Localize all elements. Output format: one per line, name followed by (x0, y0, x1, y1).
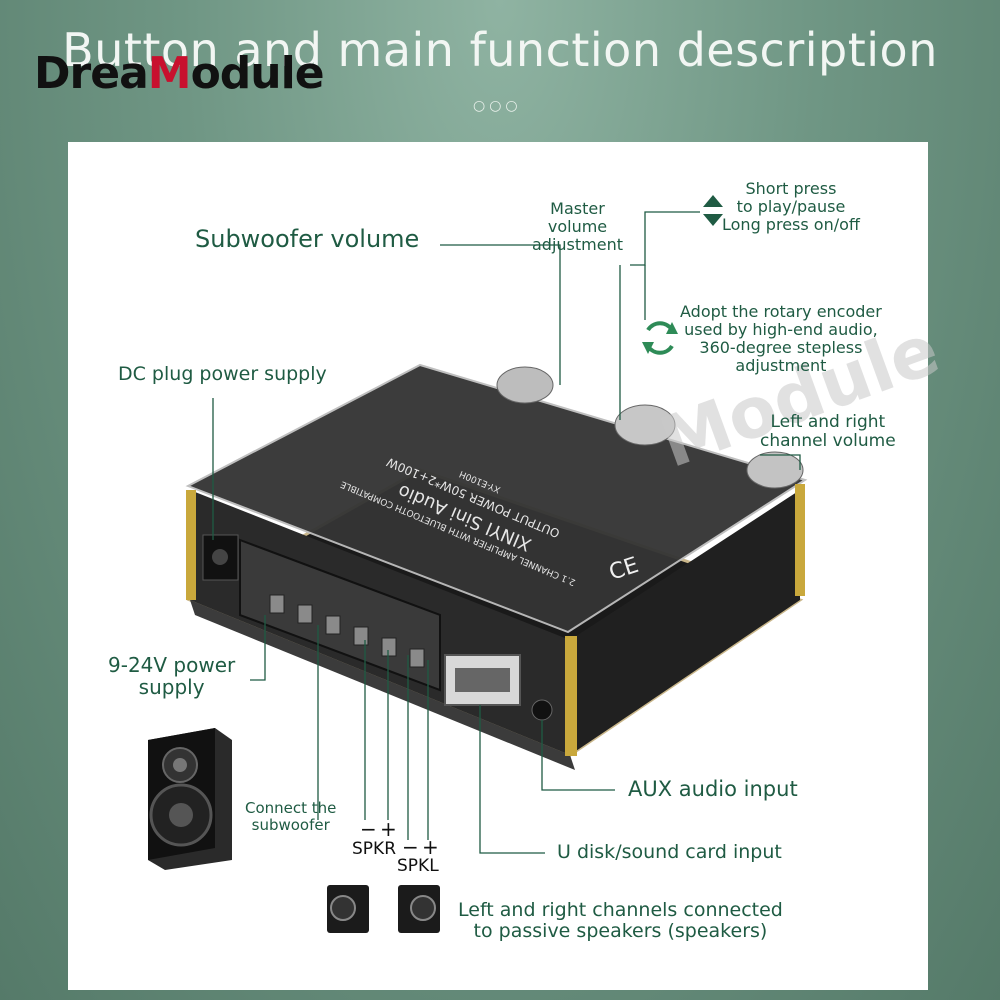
spkl-plus: + (422, 835, 439, 859)
label-spkr: SPKR (352, 839, 397, 859)
label-passive-speakers: Left and right channels connected to pas… (458, 899, 783, 943)
brand-suffix: odule (190, 48, 325, 99)
spkr-plus: + (380, 817, 397, 841)
label-power-supply: 9-24V power supply (108, 653, 236, 700)
label-subwoofer-volume: Subwoofer volume (195, 225, 420, 253)
rotate-arrows-icon (642, 321, 678, 355)
label-connect-subwoofer: Connect the subwoofer (245, 799, 337, 834)
spkr-minus: − (360, 817, 377, 841)
label-dc-plug: DC plug power supply (118, 363, 327, 385)
amplifier-board: 2.1 CHANNEL AMPLIFIER WITH BLUETOOTH COM… (185, 363, 808, 770)
brand-prefix: Drea (34, 48, 149, 99)
label-udisk: U disk/sound card input (557, 841, 782, 863)
label-short-press: Short press to play/pause Long press on/… (722, 179, 860, 234)
passive-speaker-icon (327, 885, 440, 933)
label-spkl: SPKL (397, 856, 439, 876)
up-down-arrow-icon (703, 195, 723, 226)
page-title: Button and main function description (62, 23, 938, 77)
leader-lines (212, 211, 801, 854)
pager-dots: ○○○ (473, 98, 522, 114)
subwoofer-speaker-icon (148, 728, 232, 870)
label-aux: AUX audio input (628, 777, 798, 801)
label-lr-volume: Left and right channel volume (760, 412, 896, 452)
brand-accent: M (147, 48, 192, 99)
spkl-minus: − (402, 835, 419, 859)
label-master-volume: Master volume adjustment (532, 199, 623, 254)
brand-logo: DreaModule (34, 46, 325, 102)
label-rotary-encoder: Adopt the rotary encoder used by high-en… (680, 302, 882, 375)
